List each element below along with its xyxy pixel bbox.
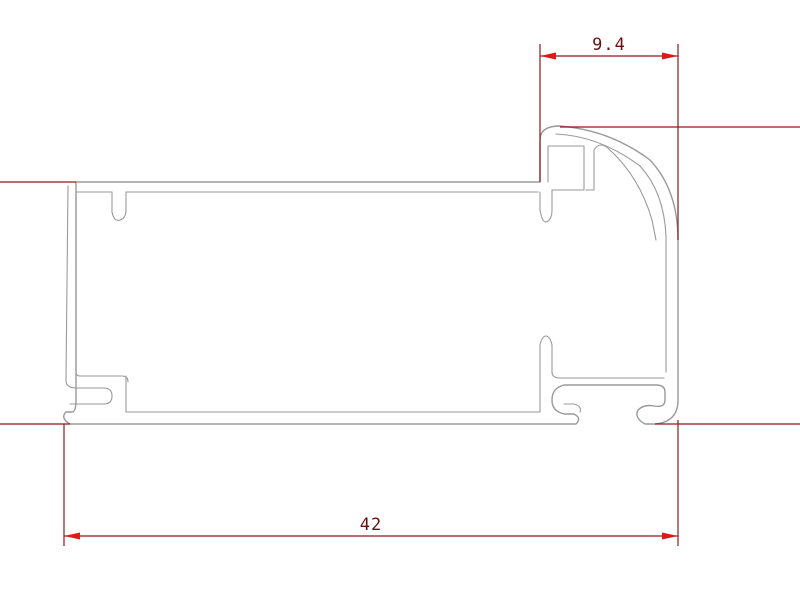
dimension-top: 9.4 [539, 35, 679, 240]
dimension-label-bottom: 42 [360, 515, 382, 535]
arrow-top-left [540, 52, 556, 60]
profile-outer-contour [63, 125, 679, 425]
middle-web [539, 145, 585, 223]
profile-outline [63, 125, 679, 425]
top-wall [75, 191, 539, 221]
reference-lines [0, 126, 800, 425]
right-rounded-wall [555, 133, 667, 373]
arrow-bottom-right [662, 532, 678, 540]
bottom-hook-left [563, 403, 581, 413]
profile-inner-contour [65, 185, 113, 405]
arrow-top-right [662, 52, 678, 60]
dimension-bottom: 42 [63, 420, 679, 546]
bottom-wall [125, 335, 665, 413]
arrow-bottom-left [64, 532, 80, 540]
snap-fin [585, 144, 657, 241]
dimension-label-top: 9.4 [592, 35, 626, 55]
left-wall [75, 191, 129, 383]
